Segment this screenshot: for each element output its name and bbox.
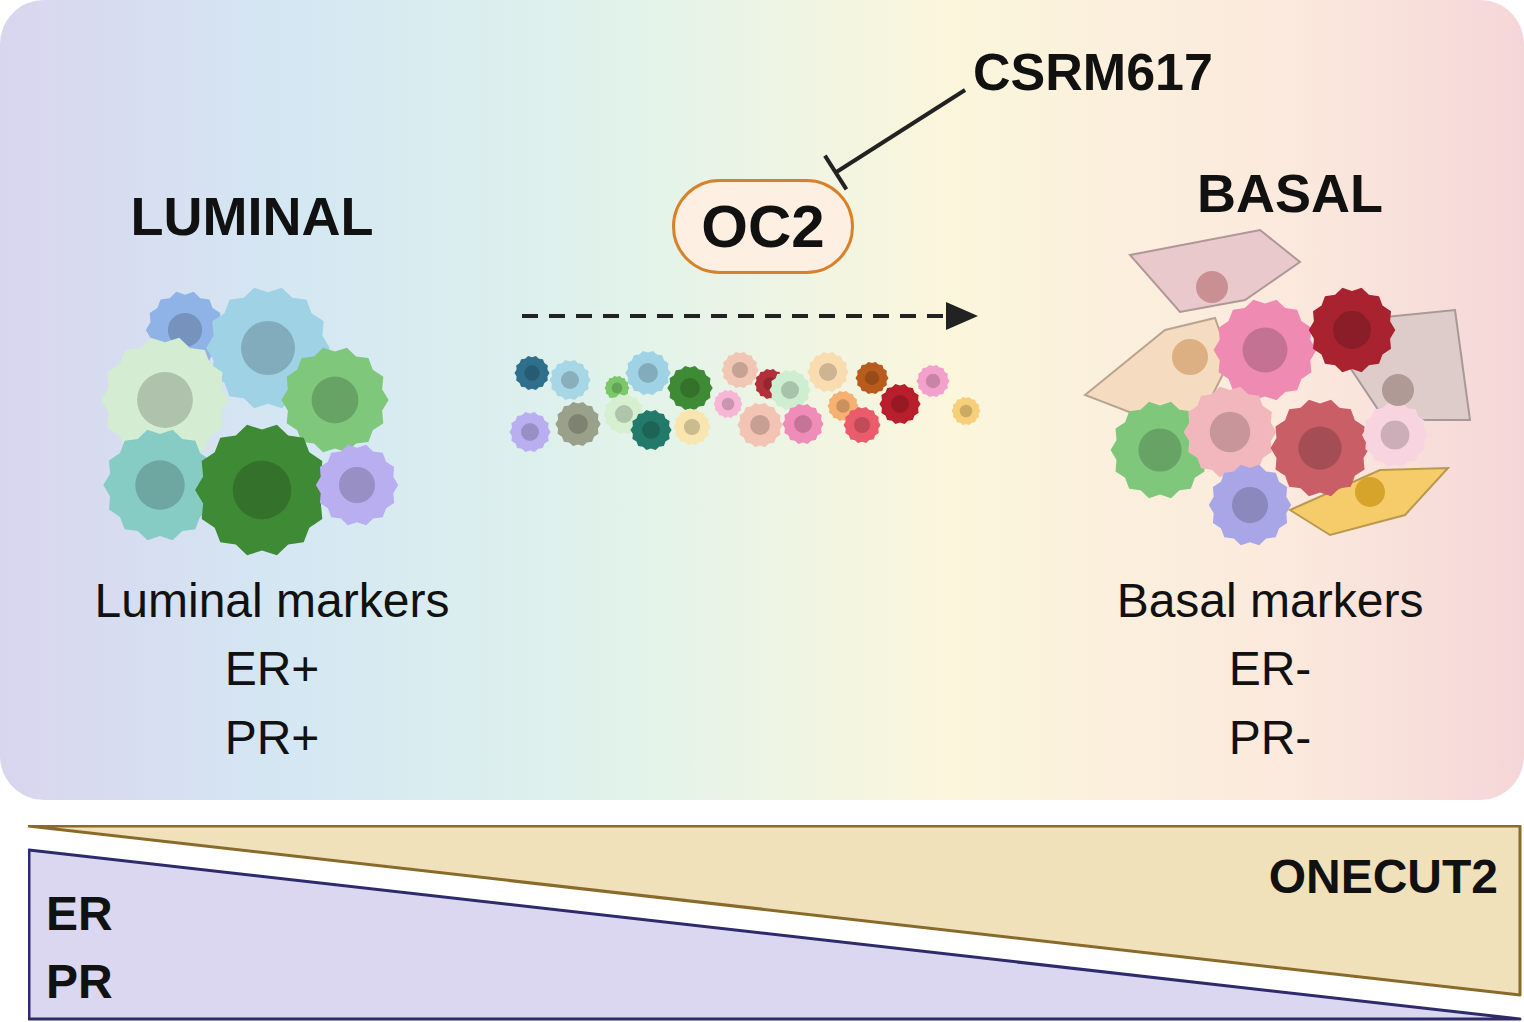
cell bbox=[630, 410, 671, 450]
cell-nucleus bbox=[680, 378, 700, 398]
cell-nucleus bbox=[1298, 426, 1341, 469]
cell-nucleus bbox=[339, 467, 375, 503]
cell bbox=[1214, 300, 1317, 400]
cell bbox=[1271, 400, 1370, 496]
factor-name: OC2 bbox=[701, 192, 824, 261]
cell-nucleus bbox=[612, 383, 623, 394]
cell-nucleus bbox=[732, 362, 748, 378]
marker-label: Basal markers bbox=[1117, 573, 1424, 628]
drug-name: CSRM617 bbox=[973, 42, 1213, 102]
cell-nucleus bbox=[926, 374, 940, 388]
cell bbox=[625, 351, 670, 395]
cell bbox=[549, 360, 590, 400]
arrow-head bbox=[946, 302, 978, 330]
marker-label: PR+ bbox=[225, 710, 320, 765]
cell bbox=[879, 384, 920, 424]
cell-nucleus bbox=[561, 371, 579, 389]
cell-nucleus bbox=[638, 363, 658, 383]
stellate-cell bbox=[1130, 230, 1300, 312]
cell-nucleus bbox=[819, 363, 837, 381]
cell bbox=[195, 425, 329, 556]
triangle-shape bbox=[28, 848, 1522, 1022]
cell-nucleus bbox=[1333, 311, 1371, 349]
marker-label: ER+ bbox=[225, 641, 320, 696]
cell-nucleus bbox=[241, 321, 295, 375]
cell-illustration bbox=[101, 230, 1470, 555]
cell-nucleus bbox=[642, 421, 660, 439]
cell-nucleus bbox=[865, 371, 879, 385]
cell bbox=[316, 445, 398, 525]
cell-nucleus bbox=[794, 415, 812, 433]
cell bbox=[674, 409, 711, 445]
cell-nucleus bbox=[960, 405, 973, 418]
cell bbox=[1362, 403, 1428, 467]
marker-label: ER- bbox=[1229, 641, 1312, 696]
cell bbox=[952, 397, 981, 425]
marker-label: PR- bbox=[1229, 710, 1312, 765]
cell bbox=[667, 366, 712, 410]
cell-nucleus bbox=[684, 419, 700, 435]
cell-nucleus bbox=[1138, 428, 1181, 471]
cell-nucleus bbox=[781, 381, 799, 399]
cell bbox=[714, 390, 743, 418]
marker-label: Luminal markers bbox=[95, 573, 450, 628]
gene-name: ONECUT2 bbox=[1269, 849, 1498, 904]
cell bbox=[555, 402, 600, 446]
cell bbox=[509, 412, 550, 452]
drug-label: CSRM617 bbox=[973, 42, 1213, 102]
cell-nucleus bbox=[615, 405, 633, 423]
cell bbox=[1184, 387, 1277, 477]
receptor-names: ER PR bbox=[46, 880, 152, 1016]
cell-nucleus bbox=[568, 414, 588, 434]
region-heading: LUMINAL bbox=[131, 185, 374, 247]
gradient-triangle: ER PR bbox=[28, 848, 1522, 1022]
cell-nucleus bbox=[1381, 421, 1410, 450]
cell-nucleus bbox=[722, 398, 735, 411]
cell-nucleus bbox=[1232, 487, 1268, 523]
cell-nucleus bbox=[137, 372, 193, 428]
factor-pill: OC2 bbox=[672, 179, 853, 274]
cell-nucleus bbox=[521, 423, 539, 441]
cell-nucleus bbox=[524, 365, 539, 380]
cell bbox=[722, 352, 759, 388]
cell bbox=[844, 407, 881, 443]
inhibition-line bbox=[825, 90, 965, 189]
cell-nucleus bbox=[312, 377, 359, 424]
cell bbox=[515, 356, 550, 390]
region-heading: BASAL bbox=[1197, 162, 1383, 224]
panel bbox=[0, 0, 1524, 800]
cell bbox=[737, 403, 782, 447]
cell-nucleus bbox=[836, 399, 850, 413]
cell bbox=[281, 348, 388, 452]
cell-nucleus bbox=[750, 415, 770, 435]
cell bbox=[769, 370, 810, 410]
cell-nucleus bbox=[1243, 328, 1288, 373]
cell bbox=[917, 365, 950, 397]
cell bbox=[782, 404, 823, 444]
cell bbox=[856, 362, 889, 394]
cell-nucleus bbox=[1210, 412, 1251, 453]
cell bbox=[807, 352, 848, 392]
cell-nucleus bbox=[233, 461, 292, 520]
dashed-arrow bbox=[522, 314, 950, 318]
cell-nucleus bbox=[891, 395, 909, 413]
cell bbox=[1309, 288, 1396, 372]
cell-nucleus bbox=[854, 417, 870, 433]
cell-nucleus bbox=[135, 460, 185, 510]
cell bbox=[1209, 465, 1291, 545]
